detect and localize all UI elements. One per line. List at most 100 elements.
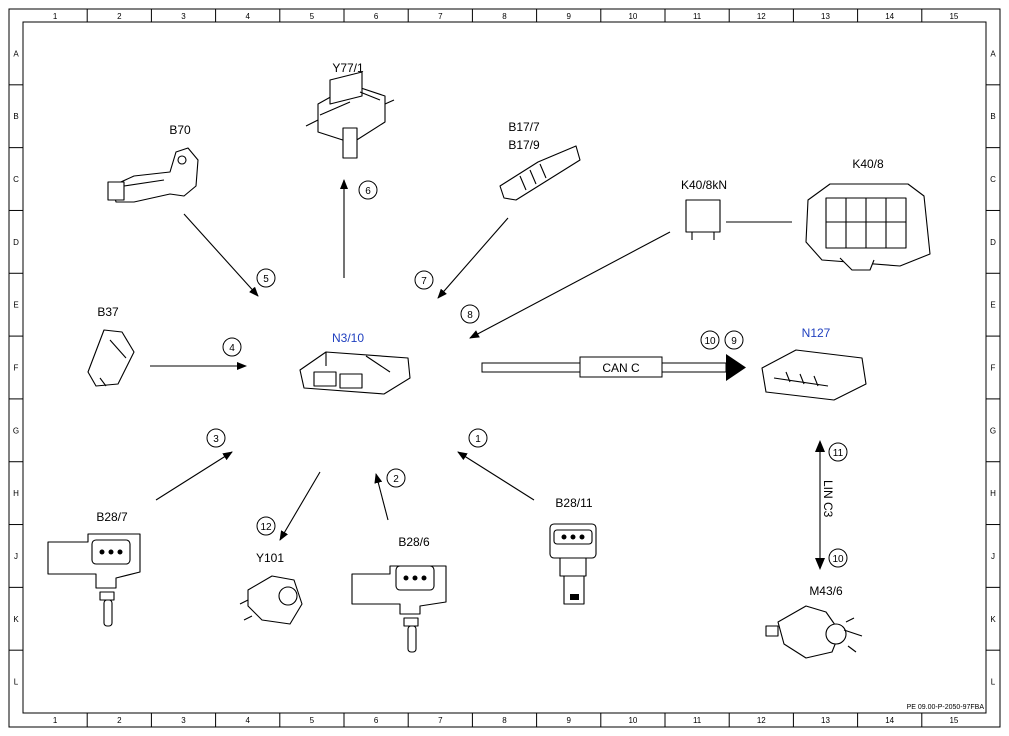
k40-8kn-relay-icon bbox=[685, 199, 792, 240]
svg-text:11: 11 bbox=[833, 448, 844, 459]
m43-6-label: M43/6 bbox=[809, 584, 843, 598]
grid-col-label: 14 bbox=[885, 716, 894, 725]
grid-col-label: 1 bbox=[53, 716, 58, 725]
callout-4: 4 bbox=[222, 337, 242, 357]
grid-row-label: J bbox=[14, 552, 18, 561]
m43-6-pump-icon bbox=[765, 605, 863, 659]
grid-col-label: 3 bbox=[181, 716, 186, 725]
grid-row-label: J bbox=[991, 552, 995, 561]
callout-5: 5 bbox=[256, 268, 276, 288]
svg-text:1: 1 bbox=[475, 434, 481, 445]
grid-col-label: 12 bbox=[757, 716, 766, 725]
k40-8-fuse-box-icon bbox=[805, 183, 931, 271]
svg-text:3: 3 bbox=[213, 434, 219, 445]
b37-pedal-sensor-icon bbox=[87, 329, 135, 387]
grid-col-label: 14 bbox=[885, 12, 894, 21]
svg-text:7: 7 bbox=[421, 276, 427, 287]
grid-col-label: 11 bbox=[693, 716, 702, 725]
grid-row-label: A bbox=[13, 49, 19, 58]
callout-6: 6 bbox=[358, 180, 378, 200]
lin-c3-label: LIN C3 bbox=[821, 480, 835, 518]
can-c-bus: CAN C bbox=[481, 354, 746, 381]
drawing-code: PE 09.00-P-2050-97FBA bbox=[907, 704, 985, 711]
arrow-b28-7-to-n3-10 bbox=[155, 451, 233, 501]
grid-col-label: 9 bbox=[566, 716, 571, 725]
signal-arrows bbox=[150, 179, 671, 541]
grid-row-label: H bbox=[13, 489, 19, 498]
grid-col-label: 7 bbox=[438, 716, 443, 725]
grid-col-label: 9 bbox=[566, 12, 571, 21]
grid-col-label: 4 bbox=[245, 716, 250, 725]
grid-col-label: 10 bbox=[628, 12, 637, 21]
b28-11-sensor-icon bbox=[549, 523, 597, 605]
n3-10-ecu-icon bbox=[299, 351, 411, 395]
grid-row-label: A bbox=[990, 49, 996, 58]
k40-8-label: K40/8 bbox=[852, 157, 884, 171]
n3-10-label: N3/10 bbox=[332, 331, 364, 345]
arrow-b28-11-to-n3-10 bbox=[457, 451, 535, 501]
b28-7-label: B28/7 bbox=[96, 510, 128, 524]
grid-row-label: F bbox=[14, 364, 19, 373]
grid-row-label: B bbox=[990, 112, 995, 121]
grid-col-label: 6 bbox=[374, 12, 379, 21]
b28-6-label: B28/6 bbox=[398, 535, 430, 549]
grid-row-label: L bbox=[991, 678, 996, 687]
svg-text:6: 6 bbox=[365, 186, 371, 197]
grid-row-label: K bbox=[13, 615, 19, 624]
grid-col-label: 2 bbox=[117, 716, 122, 725]
grid-row-label: C bbox=[990, 175, 996, 184]
grid-col-label: 13 bbox=[821, 12, 830, 21]
grid-row-label: L bbox=[14, 678, 19, 687]
grid-row-label: K bbox=[990, 615, 996, 624]
grid-col-label: 5 bbox=[310, 716, 315, 725]
b28-7-pressure-sensor-icon bbox=[47, 533, 141, 627]
y77-1-label: Y77/1 bbox=[332, 61, 364, 75]
lin-c3-bus: LIN C3 bbox=[815, 440, 835, 570]
b17-sensor-icon bbox=[499, 145, 581, 201]
b28-11-label: B28/11 bbox=[555, 496, 592, 510]
arrow-k40-8kn-to-n3-10 bbox=[469, 231, 671, 339]
grid-col-label: 8 bbox=[502, 12, 507, 21]
svg-text:4: 4 bbox=[229, 343, 235, 354]
b17-7-label: B17/7 bbox=[508, 120, 540, 134]
grid-col-label: 7 bbox=[438, 12, 443, 21]
callout-7: 7 bbox=[414, 270, 434, 290]
svg-text:10: 10 bbox=[832, 554, 844, 565]
svg-text:8: 8 bbox=[467, 310, 473, 321]
b17-9-label: B17/9 bbox=[508, 138, 540, 152]
grid-col-label: 1 bbox=[53, 12, 58, 21]
svg-text:2: 2 bbox=[393, 474, 399, 485]
b70-sensor-icon bbox=[107, 147, 199, 203]
callout-10-lin: 10 bbox=[828, 548, 848, 568]
grid-row-label: F bbox=[991, 364, 996, 373]
callout-9: 9 bbox=[724, 330, 744, 350]
grid-col-label: 8 bbox=[502, 716, 507, 725]
grid-row-label: G bbox=[990, 426, 996, 435]
callout-1: 1 bbox=[468, 428, 488, 448]
callout-11: 11 bbox=[828, 442, 848, 462]
grid-row-label: D bbox=[13, 238, 19, 247]
grid-col-label: 11 bbox=[693, 12, 702, 21]
arrow-b28-6-to-n3-10 bbox=[374, 473, 389, 521]
arrow-n3-10-to-y101 bbox=[279, 471, 321, 541]
grid-col-label: 12 bbox=[757, 12, 766, 21]
callout-10-can: 10 bbox=[700, 330, 720, 350]
grid-row-label: E bbox=[990, 301, 995, 310]
b37-label: B37 bbox=[97, 305, 119, 319]
callout-2: 2 bbox=[386, 468, 406, 488]
grid-col-label: 13 bbox=[821, 716, 830, 725]
grid-col-label: 4 bbox=[245, 12, 250, 21]
svg-text:12: 12 bbox=[260, 522, 272, 533]
grid-row-label: D bbox=[990, 238, 996, 247]
b70-label: B70 bbox=[169, 123, 191, 137]
grid-rows-right: A B C D E F G H J K L bbox=[986, 49, 1000, 687]
grid-row-label: H bbox=[990, 489, 996, 498]
grid-row-label: C bbox=[13, 175, 19, 184]
n127-label: N127 bbox=[802, 326, 831, 340]
svg-text:5: 5 bbox=[263, 274, 269, 285]
grid-row-label: B bbox=[13, 112, 18, 121]
arrow-b70-to-n3-10 bbox=[183, 213, 259, 297]
